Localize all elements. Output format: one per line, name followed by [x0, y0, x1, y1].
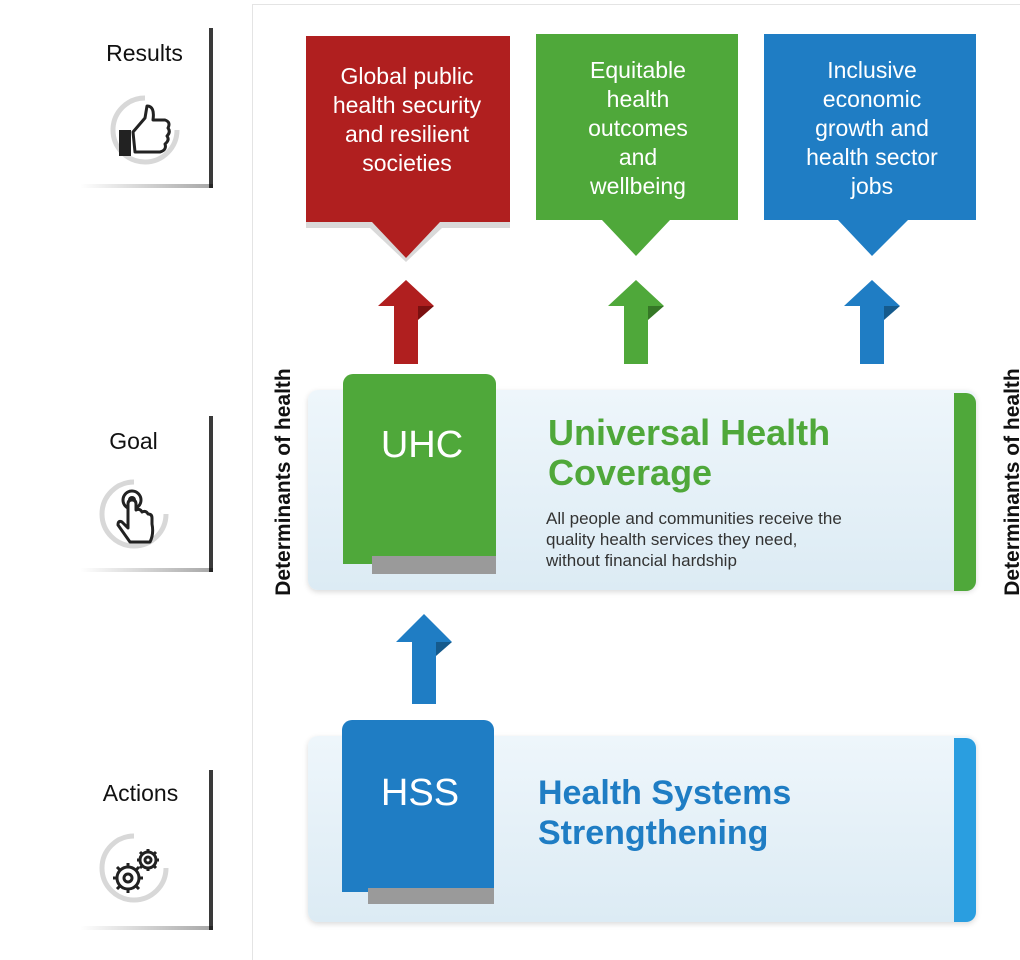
- uhc-title-line1: Universal Health: [548, 412, 831, 453]
- finger-tap-icon: [94, 474, 169, 549]
- diagram-frame: [252, 4, 1020, 960]
- arrow-up-red-icon: [378, 280, 434, 364]
- uhc-description-line3: without financial hardship: [546, 551, 737, 570]
- uhc-tab-label: UHC: [380, 424, 464, 466]
- uhc-tab-shadow: [372, 556, 496, 574]
- hss-tab-label: HSS: [380, 772, 460, 814]
- uhc-title-line2: Coverage: [548, 452, 713, 493]
- thumbs-up-icon: [105, 90, 180, 165]
- uhc-tab: [343, 374, 496, 564]
- arrow-up-green-icon: [608, 280, 664, 364]
- hss-banner-edge: [954, 738, 976, 922]
- uhc-description-line1: All people and communities receive the: [546, 509, 842, 528]
- goal-label: Goal: [109, 428, 158, 454]
- uhc-description-line2: quality health services they need,: [546, 530, 798, 549]
- goal-card: Goal: [80, 416, 213, 572]
- results-card: Results: [80, 28, 213, 188]
- arrow-up-blue-icon: [844, 280, 900, 364]
- arrow-up-blue-lower-icon: [396, 614, 452, 704]
- hss-tab: [342, 720, 494, 892]
- actions-label: Actions: [102, 780, 179, 806]
- result-text-security: Global public health security and resili…: [332, 63, 482, 176]
- result-text-equity: Equitable health outcomes and wellbeing: [588, 57, 688, 199]
- hss-title-line1: Health Systems: [538, 774, 792, 812]
- results-label: Results: [106, 40, 183, 66]
- result-text-growth: Inclusive economic growth and health sec…: [806, 57, 938, 199]
- gears-icon: [94, 828, 169, 903]
- hss-title-line2: Strengthening: [538, 814, 769, 852]
- uhc-banner-edge: [954, 393, 976, 591]
- actions-card: Actions: [80, 770, 213, 930]
- determinants-right-label: Determinants of health: [1001, 368, 1020, 596]
- determinants-left-label: Determinants of health: [272, 368, 295, 596]
- hss-tab-shadow: [368, 888, 494, 904]
